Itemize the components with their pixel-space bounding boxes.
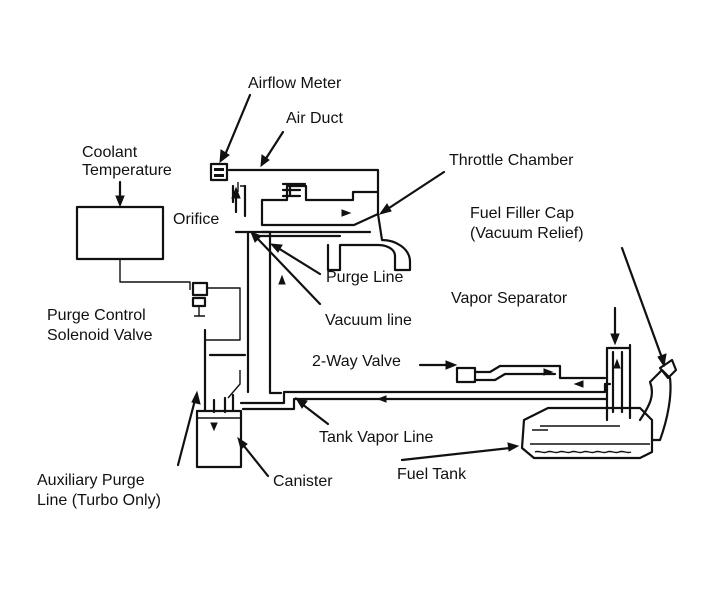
control-unit-box (75, 205, 165, 261)
label-airflow-meter: Airflow Meter (248, 75, 342, 92)
label-purge-control-1: Purge Control (47, 307, 146, 324)
label-canister: Canister (273, 473, 333, 490)
tank-vapor-line (239, 382, 612, 411)
leader-arrows (115, 93, 667, 478)
label-tank-vapor-line: Tank Vapor Line (319, 429, 434, 446)
filler-cap (658, 358, 678, 380)
label-fuel-filler-cap-1: Fuel Filler Cap (470, 205, 575, 222)
aux-purge-line (203, 328, 247, 412)
control-unit-wire (119, 259, 191, 290)
label-fuel-tank: Fuel Tank (397, 466, 467, 483)
purge-line (254, 230, 372, 238)
label-orifice: Orifice (173, 211, 220, 228)
label-aux-purge-1: Auxiliary Purge (37, 472, 145, 489)
purge-solenoid-valve (191, 281, 209, 317)
label-coolant-temperature-1: Coolant (82, 144, 138, 161)
vacuum-line (234, 230, 283, 395)
filler-neck (638, 368, 672, 442)
solenoid-hose (204, 287, 241, 410)
airflow-meter-body (209, 162, 229, 182)
throttle-chamber-body (326, 212, 412, 272)
label-throttle-chamber: Throttle Chamber (449, 152, 574, 169)
label-air-duct: Air Duct (286, 110, 343, 127)
canister-body (195, 409, 243, 469)
air-duct (227, 168, 380, 227)
label-two-way-valve: 2-Way Valve (312, 353, 401, 370)
fuel-tank-body (520, 406, 654, 460)
label-fuel-filler-cap-2: (Vacuum Relief) (470, 225, 584, 242)
label-aux-purge-2: Line (Turbo Only) (37, 492, 161, 509)
label-purge-line: Purge Line (326, 269, 404, 286)
label-vapor-separator: Vapor Separator (451, 290, 568, 307)
two-way-valve (455, 364, 607, 388)
label-vacuum-line: Vacuum line (325, 312, 412, 329)
label-purge-control-2: Solenoid Valve (47, 327, 153, 344)
label-coolant-temperature-2: Temperature (82, 162, 172, 179)
